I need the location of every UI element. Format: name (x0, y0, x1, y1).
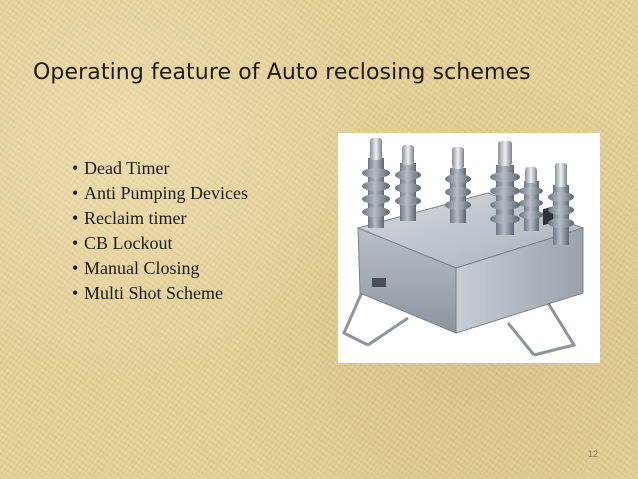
bullet-text: Manual Closing (84, 258, 200, 278)
bullet-text: Anti Pumping Devices (84, 183, 248, 203)
insulator-5 (519, 167, 543, 231)
insulator-2 (395, 145, 421, 221)
slide-title: Operating feature of Auto reclosing sche… (33, 60, 531, 85)
insulator-1 (362, 138, 390, 228)
bullet-icon: • (72, 233, 79, 253)
auto-recloser-image (342, 138, 585, 357)
list-item: •CB Lockout (72, 231, 248, 256)
list-item: •Dead Timer (72, 156, 248, 181)
list-item: •Reclaim timer (72, 206, 248, 231)
bullet-icon: • (72, 183, 79, 203)
bullet-text: Dead Timer (84, 158, 170, 178)
list-item: •Anti Pumping Devices (72, 181, 248, 206)
insulator-4 (490, 141, 520, 235)
bullet-text: CB Lockout (84, 233, 173, 253)
bullet-icon: • (72, 208, 79, 228)
bullet-list: •Dead Timer •Anti Pumping Devices •Recla… (72, 156, 248, 306)
list-item: •Multi Shot Scheme (72, 281, 248, 306)
bullet-icon: • (72, 158, 79, 178)
recloser-photo (338, 133, 600, 363)
page-number: 12 (588, 449, 599, 459)
bullet-text: Multi Shot Scheme (84, 283, 223, 303)
insulator-6 (548, 163, 574, 245)
list-item: •Manual Closing (72, 256, 248, 281)
insulator-3 (445, 147, 471, 223)
bullet-icon: • (72, 258, 79, 278)
bullet-icon: • (72, 283, 79, 303)
bullet-text: Reclaim timer (84, 208, 187, 228)
